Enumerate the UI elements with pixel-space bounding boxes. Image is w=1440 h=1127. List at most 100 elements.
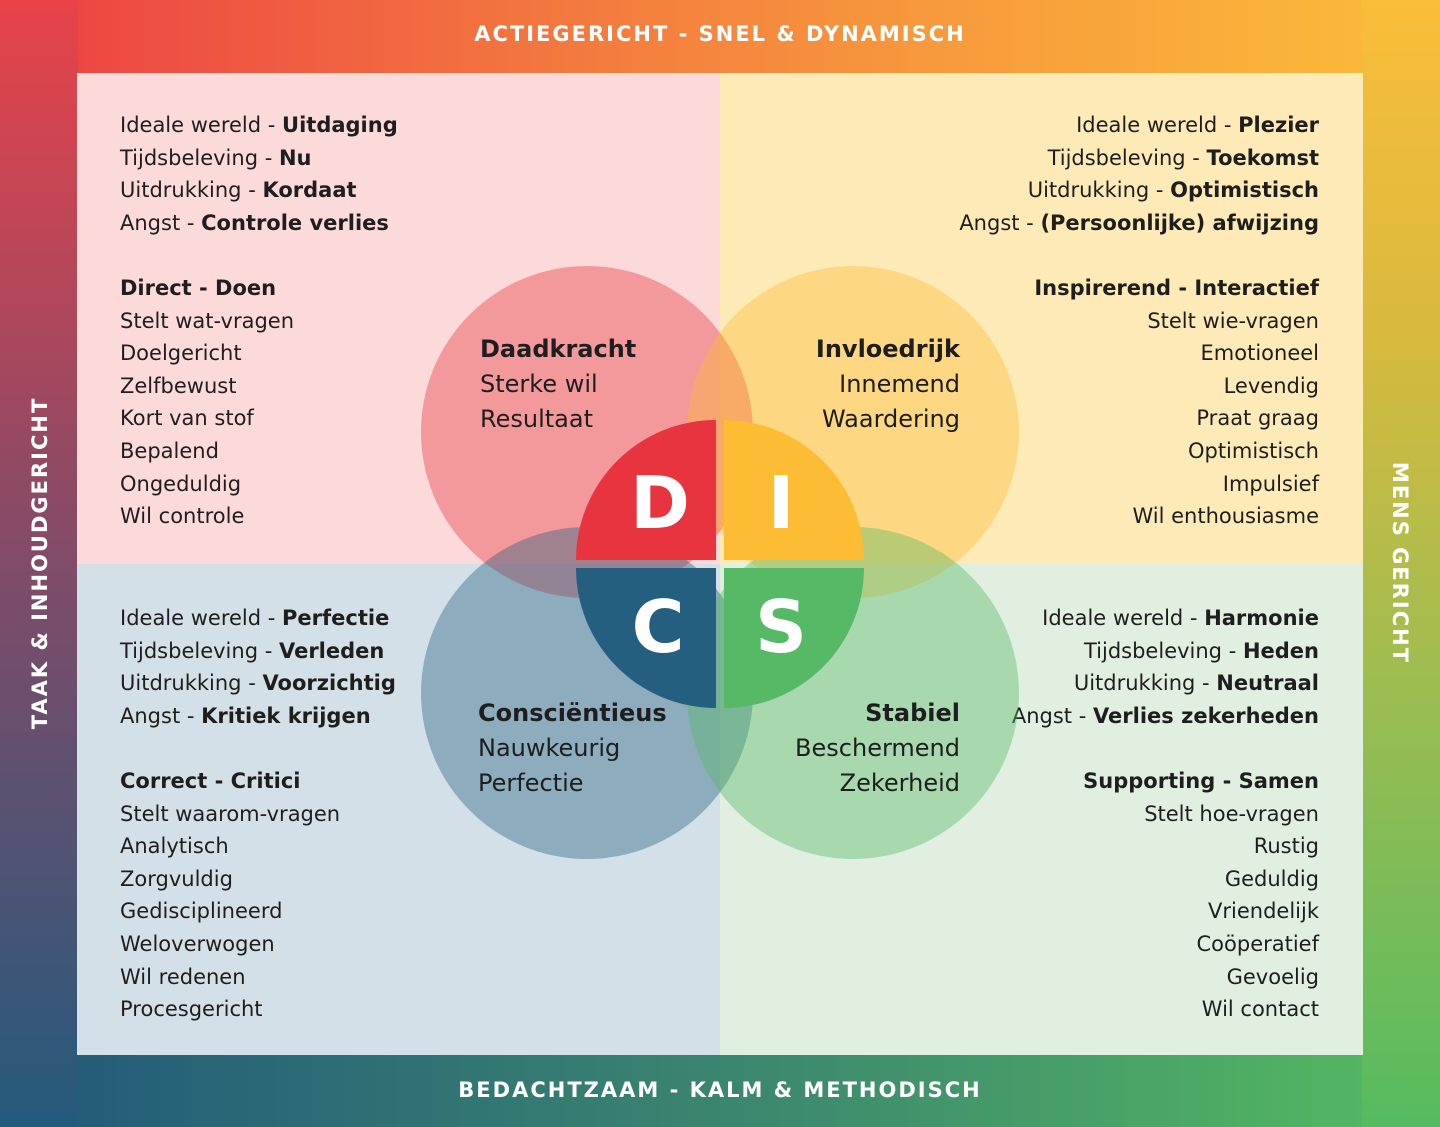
fact-line: Ideale wereld - Harmonie [1042,606,1319,630]
fact-key: Uitdrukking [120,178,242,203]
trait-item: Stelt hoe-vragen [1144,801,1319,826]
trait-item: Wil contact [1201,997,1319,1022]
fact-key: Uitdrukking [120,671,242,696]
trait-item: Emotioneel [1200,341,1319,366]
fact-value: Neutraal [1216,671,1319,696]
fact-value: (Persoonlijke) afwijzing [1040,210,1319,235]
fact-line: Uitdrukking - Voorzichtig [120,671,396,696]
fact-value: Verlies zekerheden [1092,703,1319,728]
trait-item: Geduldig [1224,866,1319,891]
style-title: Consciëntieus [478,699,667,727]
fact-value: Nu [278,145,312,170]
fact-value: Toekomst [1206,145,1319,170]
letter-i: I [768,461,795,545]
frame-border-right [1362,0,1440,1127]
trait-item: Kort van stof [120,406,254,431]
fact-key: Angst [959,210,1020,235]
fact-line: Ideale wereld - Plezier [1076,113,1319,137]
fact-line: Angst - Verlies zekerheden [1011,703,1319,728]
fact-key: Angst [1011,703,1073,728]
i-circle-label: Invloedrijk Innemend Waardering [816,332,960,437]
trait-item: Coöperatief [1196,931,1320,956]
trait-item: Doelgericht [120,341,242,366]
fact-value: Uitdaging [282,113,398,137]
style-keyword: Beschermend [795,734,960,762]
style-heading: Direct - Doen [120,275,277,300]
style-keyword: Waardering [821,405,960,433]
fact-line: Uitdrukking - Optimistisch [1027,178,1319,203]
trait-item: Wil enthousiasme [1132,504,1319,529]
trait-item: Gedisciplineerd [120,899,283,924]
trait-item: Optimistisch [1187,438,1319,463]
style-title: Invloedrijk [815,335,960,363]
fact-line: Angst - Kritiek krijgen [120,703,371,728]
style-heading: Correct - Critici [120,768,301,793]
fact-line: Tijdsbeleving - Nu [120,145,312,170]
d-quarter [576,420,716,560]
style-keyword: Nauwkeurig [478,734,621,762]
fact-key: Ideale wereld [120,113,262,137]
i-quarter [724,420,864,560]
style-keyword: Zekerheid [839,769,960,797]
trait-item: Weloverwogen [120,931,275,956]
fact-value: Verleden [278,638,385,663]
fact-line: Tijdsbeleving - Heden [1083,638,1319,663]
frame-border-left [0,0,78,1127]
letter-d: D [630,461,690,545]
fact-key: Uitdrukking [1073,671,1196,696]
fact-key: Tijdsbeleving [1047,145,1186,170]
fact-key: Tijdsbeleving [120,145,259,170]
fact-key: Tijdsbeleving [120,638,259,663]
fact-value: Kritiek krijgen [201,703,371,728]
fact-line: Uitdrukking - Neutraal [1073,671,1319,696]
trait-item: Wil redenen [120,964,246,989]
trait-item: Stelt wat-vragen [120,308,295,333]
fact-key: Uitdrukking [1027,178,1150,203]
trait-item: Vriendelijk [1208,899,1319,924]
style-keyword: Innemend [839,370,960,398]
trait-item: Ongeduldig [120,471,242,496]
trait-item: Praat graag [1196,406,1319,431]
trait-item: Bepalend [120,438,219,463]
c-text-column: Ideale wereld - Perfectie Tijdsbeleving … [120,602,396,1026]
fact-value: Voorzichtig [262,671,396,696]
fact-key: Ideale wereld [1076,113,1218,137]
style-heading: Supporting - Samen [1083,768,1319,793]
d-circle-label: Daadkracht Sterke wil Resultaat [480,332,636,437]
fact-key: Ideale wereld [1042,606,1184,630]
fact-key: Tijdsbeleving [1083,638,1223,663]
trait-item: Levendig [1223,373,1319,398]
style-keyword: Resultaat [480,405,593,433]
trait-item: Procesgericht [120,997,263,1022]
fact-line: Angst - Controle verlies [120,210,389,235]
fact-line: Angst - (Persoonlijke) afwijzing [959,210,1319,235]
style-title: Daadkracht [480,335,637,363]
fact-value: Plezier [1238,113,1319,137]
style-title: Stabiel [865,699,960,727]
trait-item: Stelt wie-vragen [1147,308,1319,333]
fact-line: Tijdsbeleving - Toekomst [1047,145,1319,170]
style-keyword: Perfectie [478,769,584,797]
s-quarter [724,568,864,708]
trait-item: Impulsief [1222,471,1319,496]
style-heading: Inspirerend - Interactief [1034,275,1319,300]
fact-value: Heden [1242,638,1319,663]
fact-value: Harmonie [1204,606,1319,630]
fact-key: Angst [120,703,181,728]
d-text-column: Ideale wereld - Uitdaging Tijdsbeleving … [120,109,398,533]
letter-s: S [755,585,807,669]
c-quarter [576,568,716,708]
fact-line: Ideale wereld - Perfectie [120,606,390,630]
letter-c: C [632,585,685,669]
fact-key: Ideale wereld [120,606,262,630]
fact-line: Uitdrukking - Kordaat [120,178,357,203]
fact-value: Perfectie [282,606,390,630]
trait-item: Zelfbewust [120,373,237,398]
trait-item: Wil controle [120,504,245,529]
axis-label-top: ACTIEGERICHT - SNEL & DYNAMISCH [474,22,966,46]
fact-line: Ideale wereld - Uitdaging [120,113,398,137]
i-text-column: Ideale wereld - Plezier Tijdsbeleving - … [959,109,1319,533]
fact-line: Tijdsbeleving - Verleden [120,638,385,663]
